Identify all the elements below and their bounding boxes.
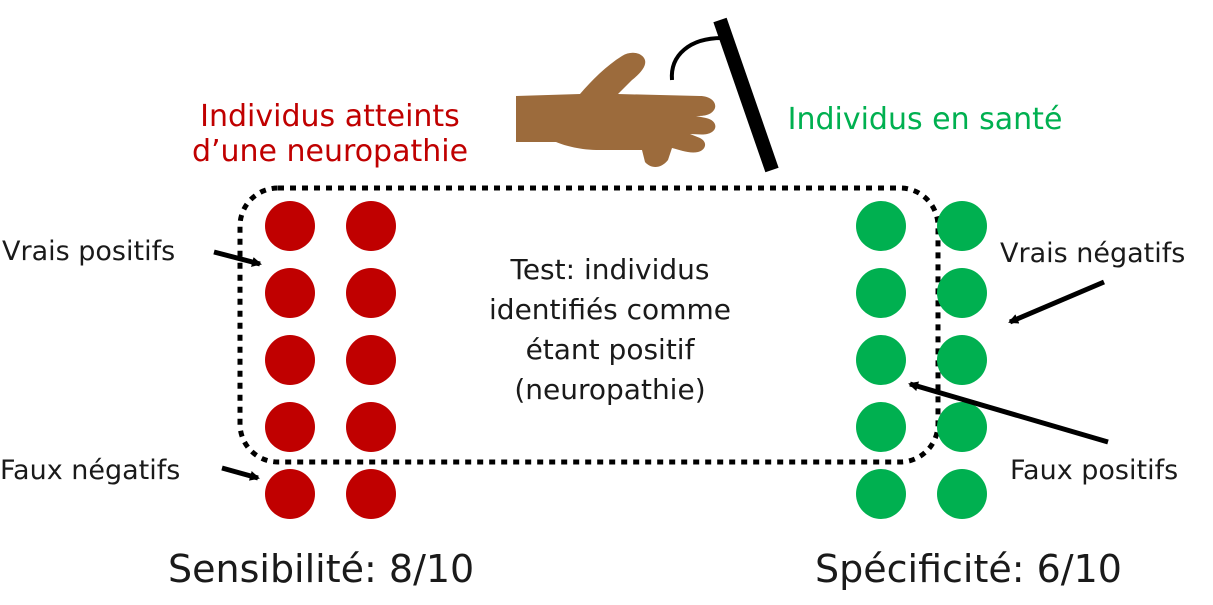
healthy-individual-dot — [856, 335, 906, 385]
healthy-individual-dot — [856, 402, 906, 452]
false-positives-arrow — [908, 381, 1109, 445]
test-description-line-2: identifiés comme — [489, 293, 731, 326]
sick-individual-dot — [265, 268, 315, 318]
false-negatives-label: Faux négatifs — [0, 455, 181, 486]
test-description-line-4: (neuropathie) — [514, 373, 706, 406]
healthy-individual-dot — [856, 201, 906, 251]
hand-icon — [516, 36, 723, 167]
healthy-individual-dot — [937, 469, 987, 519]
true-negatives-label: Vrais négatifs — [1000, 238, 1186, 269]
true-positives-arrow — [213, 249, 262, 267]
true-negatives-arrow — [1008, 279, 1105, 325]
sick-individual-dot — [265, 335, 315, 385]
sick-individuals-group — [265, 201, 396, 519]
sick-individual-dot — [346, 335, 396, 385]
sick-group-title-line-1: Individus atteints — [200, 99, 460, 134]
sick-individual-dot — [265, 201, 315, 251]
test-description-line-3: étant positif — [525, 333, 695, 366]
healthy-individual-dot — [856, 268, 906, 318]
false-negatives-arrow — [221, 465, 260, 481]
healthy-individual-dot — [937, 402, 987, 452]
healthy-individual-dot — [937, 201, 987, 251]
test-description-line-1: Test: individus — [510, 253, 710, 286]
sick-individual-dot — [346, 201, 396, 251]
specificity-label: Spécificité: 6/10 — [815, 547, 1122, 591]
test-boundary — [237, 185, 941, 465]
monofilament-icon — [713, 17, 779, 173]
healthy-individual-dot — [856, 469, 906, 519]
sensitivity-label: Sensibilité: 8/10 — [168, 547, 475, 591]
sick-individual-dot — [346, 402, 396, 452]
sick-group-title-line-2: d’une neuropathie — [191, 133, 469, 169]
sick-individual-dot — [346, 469, 396, 519]
false-positives-label: Faux positifs — [1010, 455, 1179, 486]
healthy-group-title: Individus en santé — [787, 102, 1063, 137]
sick-individual-dot — [265, 469, 315, 519]
sick-group-title: Individus atteints d’une neuropathie — [180, 99, 480, 169]
healthy-individual-dot — [937, 268, 987, 318]
sick-individual-dot — [265, 402, 315, 452]
healthy-individual-dot — [937, 335, 987, 385]
healthy-individuals-group — [856, 201, 987, 519]
true-positives-label: Vrais positifs — [2, 236, 176, 267]
test-description: Test: individus identifiés comme étant p… — [450, 250, 770, 410]
sick-individual-dot — [346, 268, 396, 318]
